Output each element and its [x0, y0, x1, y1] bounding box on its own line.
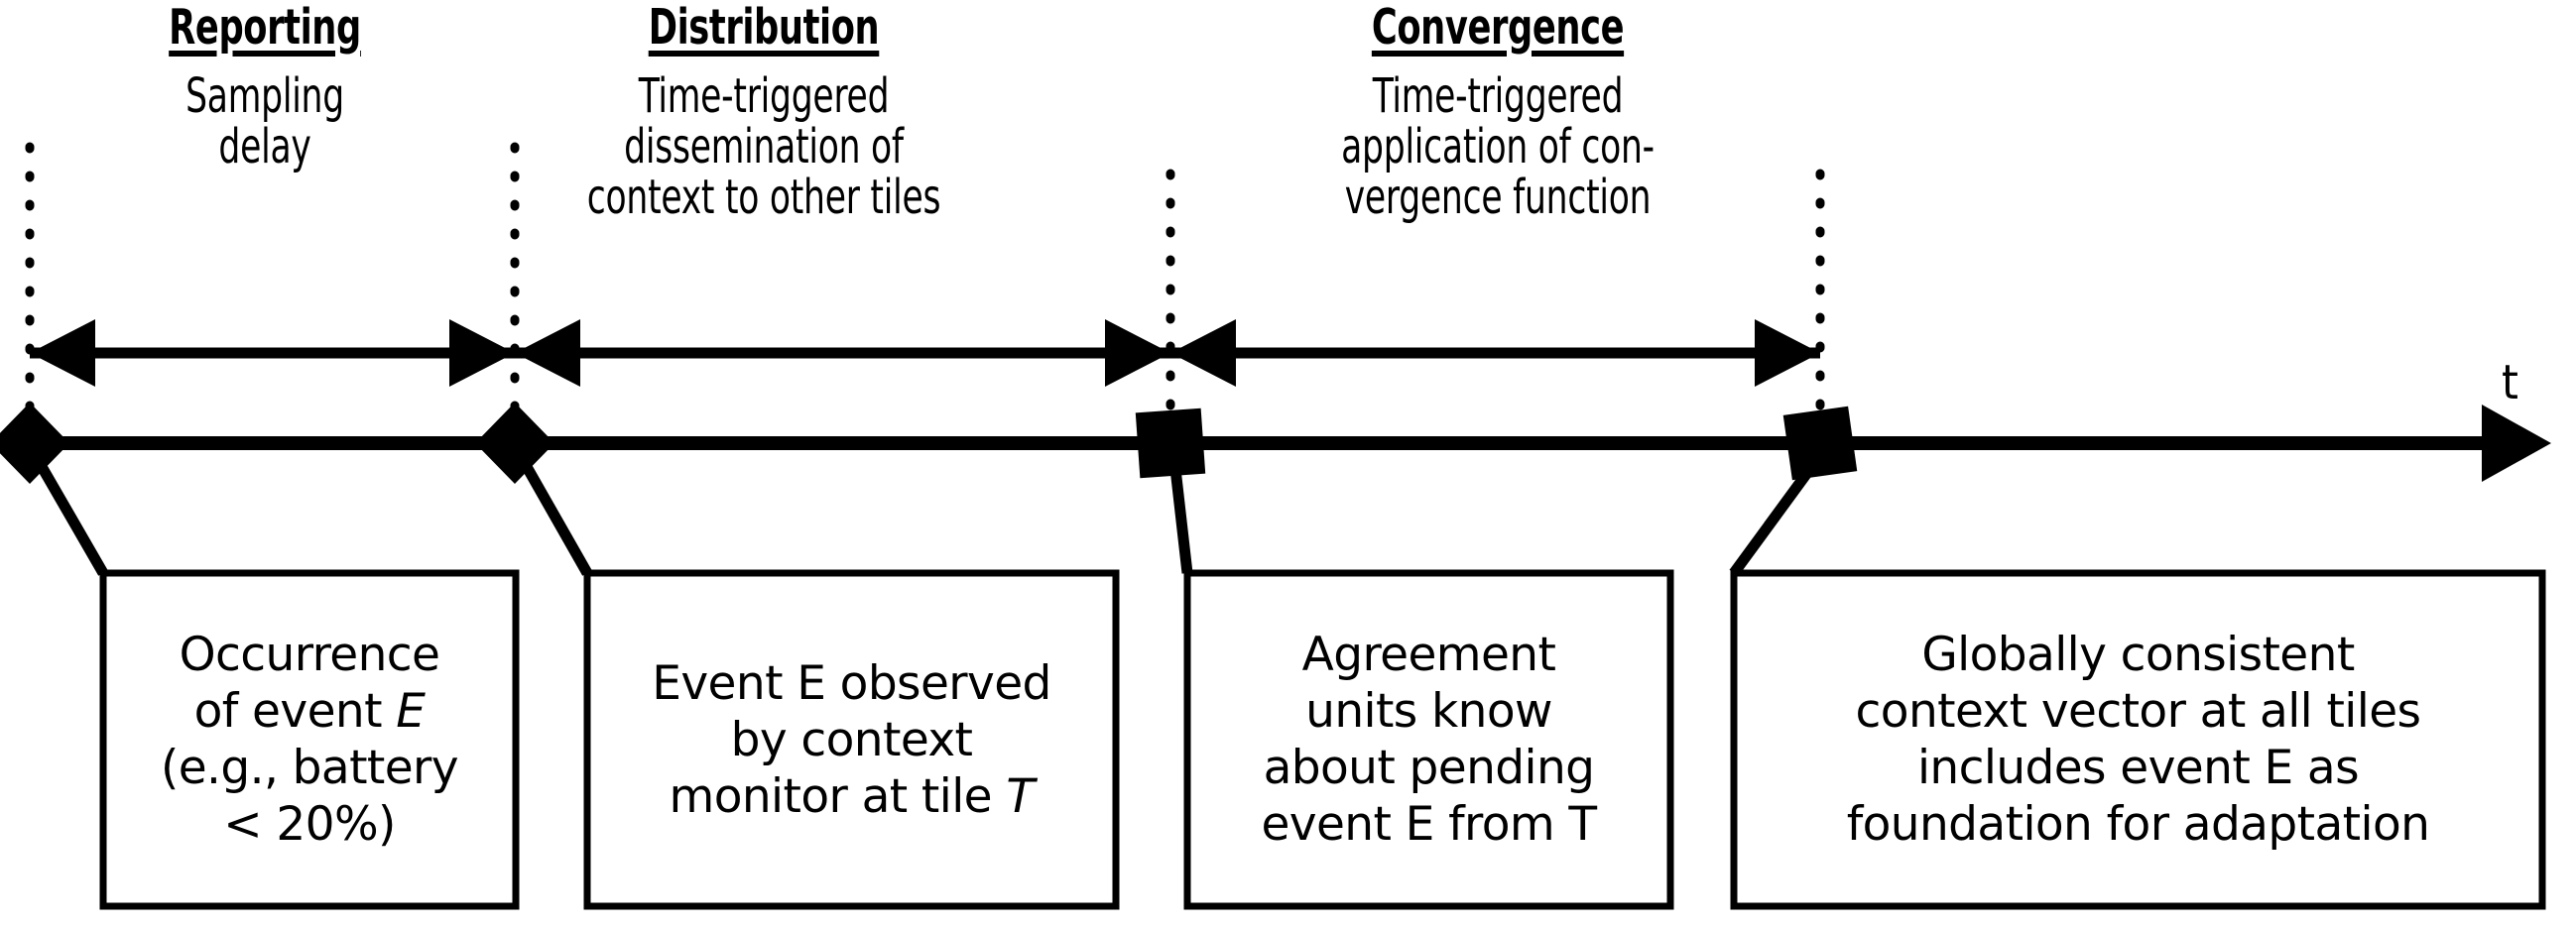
- phase-desc-line: Time-triggered: [1372, 68, 1624, 124]
- event-box-outline-3: [1183, 569, 1674, 910]
- event-box-line-italic: E: [396, 684, 426, 739]
- phase-heading-distribution: Distribution: [648, 0, 880, 56]
- marker-square-3: [1135, 407, 1206, 479]
- marker-diamond-1: [0, 403, 69, 484]
- phase-description-reporting: Sampling delay: [53, 71, 476, 173]
- event-box-line-italic: T: [1006, 768, 1035, 824]
- event-box-line: by context: [730, 712, 973, 767]
- phase-desc-line: vergence function: [1344, 170, 1652, 225]
- event-box-line: < 20%): [223, 797, 396, 852]
- event-box-4-text: Globally consistent context vector at al…: [1839, 627, 2438, 853]
- phase-desc-line: Sampling: [185, 68, 344, 124]
- arrowhead-reporting-left: [30, 319, 95, 387]
- leader-line-2: [513, 448, 592, 576]
- phase-arrow-group: [30, 319, 1820, 387]
- event-box-line: Agreement: [1301, 628, 1556, 682]
- phase-desc-line: application of con-: [1341, 119, 1655, 174]
- event-box-outline-group: [99, 569, 2546, 910]
- event-box-3: Agreement units know about pending event…: [1187, 573, 1670, 906]
- event-box-line: (e.g., battery: [161, 741, 459, 795]
- event-box-line: monitor at tile T: [652, 768, 1051, 825]
- phase-desc-line: context to other tiles: [586, 170, 941, 225]
- phase-desc-line: dissemination of: [624, 119, 904, 174]
- event-box-line: Occurrence: [179, 628, 440, 682]
- arrowhead-convergence-right: [1755, 319, 1820, 387]
- phase-heading-convergence: Convergence: [1371, 0, 1625, 56]
- event-box-1: Occurrence of event E (e.g., battery < 2…: [103, 573, 516, 906]
- time-axis-label: t: [2502, 355, 2518, 410]
- leader-line-1: [28, 448, 108, 576]
- arrowhead-distribution-right: [1105, 319, 1170, 387]
- event-box-3-text: Agreement units know about pending event…: [1253, 627, 1604, 853]
- event-box-2: Event E observed by context monitor at t…: [587, 573, 1116, 906]
- arrowhead-distribution-left: [515, 319, 580, 387]
- event-box-outline-2: [583, 569, 1120, 910]
- marker-diamond-2: [475, 403, 554, 484]
- event-box-2-text: Event E observed by context monitor at t…: [644, 655, 1059, 825]
- event-box-line: foundation for adaptation: [1846, 797, 2430, 852]
- event-box-line: event E from T: [1261, 797, 1597, 852]
- guideline-group: [25, 142, 1825, 447]
- time-axis-arrowhead: [2482, 405, 2551, 482]
- event-box-1-text: Occurrence of event E (e.g., battery < 2…: [153, 627, 466, 853]
- event-box-outline-1: [99, 569, 520, 910]
- phase-desc-line: Time-triggered: [638, 68, 890, 124]
- marker-square-4: [1782, 406, 1858, 481]
- event-box-line: units know: [1305, 684, 1552, 739]
- time-axis-group: [22, 405, 2551, 482]
- event-box-line: Globally consistent: [1921, 628, 2355, 682]
- event-box-line: Event E observed: [652, 655, 1051, 711]
- arrowhead-convergence-left: [1170, 319, 1236, 387]
- phase-desc-line: delay: [218, 119, 311, 174]
- event-box-line: context vector at all tiles: [1855, 684, 2421, 739]
- event-box-line-pre: of event: [193, 684, 397, 739]
- phase-heading-reporting: Reporting: [169, 0, 361, 56]
- phase-description-distribution: Time-triggered dissemination of context …: [454, 71, 1073, 223]
- event-box-line: includes event E as: [1916, 741, 2360, 795]
- event-box-line-pre: monitor at tile: [669, 768, 1007, 824]
- event-box-outline-4: [1730, 569, 2546, 910]
- phase-description-convergence: Time-triggered application of con- verge…: [1212, 71, 1783, 223]
- arrowhead-reporting-right: [449, 319, 515, 387]
- event-box-line: of event E: [161, 683, 458, 740]
- marker-group: [0, 403, 1858, 484]
- event-box-line: about pending: [1263, 741, 1595, 795]
- event-box-4: Globally consistent context vector at al…: [1734, 573, 2542, 906]
